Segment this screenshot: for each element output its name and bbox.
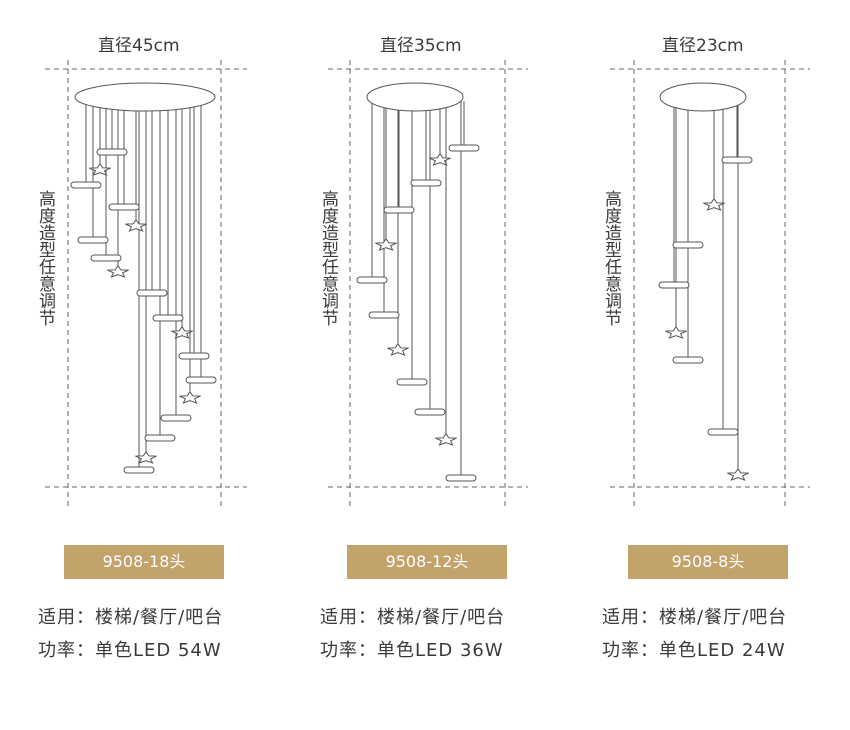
power-value: 单色LED 36W [377,640,504,661]
power-line: 功率：单色LED 54W [38,636,222,662]
star-pendant [410,179,442,187]
star-pendant [445,474,477,482]
usage-value: 楼梯/餐厅/吧台 [95,607,224,628]
usage-label: 适用： [320,607,377,628]
star-pendant [144,434,176,442]
star-pendant [179,390,201,404]
star-pendant [387,342,409,356]
star-pendant [77,236,109,244]
star-pendant [665,325,687,339]
star-pendant [152,314,184,322]
star-pendant [658,281,690,289]
star-pendant [435,432,457,446]
star-pendant [90,254,122,262]
star-pendant [396,378,428,386]
star-pendant [171,325,193,339]
usage-line: 适用：楼梯/餐厅/吧台 [320,603,505,629]
power-label: 功率： [320,640,377,661]
star-pendant [383,206,415,214]
height-note: 高度造型任意调节 [318,190,338,326]
power-line: 功率：单色LED 36W [320,636,504,662]
star-pendant [721,156,753,164]
star-pendant [356,276,388,284]
usage-line: 适用：楼梯/餐厅/吧台 [38,603,223,629]
power-label: 功率： [602,640,659,661]
star-pendant [368,311,400,319]
star-pendant [429,152,451,166]
power-line: 功率：单色LED 24W [602,636,786,662]
star-pendant [703,197,725,211]
star-pendant [70,181,102,189]
star-pendant [672,241,704,249]
star-pendant [448,144,480,152]
star-pendant [160,414,192,422]
star-pendant [125,218,147,232]
star-pendant [89,162,111,176]
star-pendant [107,264,129,278]
model-badge: 9508-12头 [347,545,507,579]
product-panel-8: 直径23cm 高度造型任意调节 9508-8头 适用：楼梯/餐厅/吧台 功率：单… [566,0,850,730]
star-pendant [414,408,446,416]
usage-label: 适用： [602,607,659,628]
height-note: 高度造型任意调节 [35,190,55,326]
star-pendant [707,428,739,436]
ceiling-canopy [74,82,216,112]
star-pendant [375,237,397,251]
star-pendant [123,466,155,474]
star-pendant [108,203,140,211]
usage-line: 适用：楼梯/餐厅/吧台 [602,603,787,629]
star-pendant [135,450,157,464]
model-badge: 9508-18头 [64,545,224,579]
ceiling-canopy [366,82,464,112]
product-panel-18: 直径45cm 高度造型任意调节 9508-18头 适用：楼梯/餐厅/吧台 功率：… [0,0,283,730]
height-note: 高度造型任意调节 [601,190,621,326]
star-pendant [136,289,168,297]
usage-value: 楼梯/餐厅/吧台 [659,607,788,628]
power-label: 功率： [38,640,95,661]
usage-label: 适用： [38,607,95,628]
star-pendant [727,467,749,481]
usage-value: 楼梯/餐厅/吧台 [377,607,506,628]
power-value: 单色LED 54W [95,640,222,661]
diameter-label: 直径23cm [662,36,744,56]
power-value: 单色LED 24W [659,640,786,661]
diameter-label: 直径45cm [98,36,180,56]
diameter-label: 直径35cm [380,36,462,56]
ceiling-canopy [659,82,747,112]
product-panel-12: 直径35cm 高度造型任意调节 9508-12头 适用：楼梯/餐厅/吧台 功率：… [283,0,566,730]
model-badge: 9508-8头 [628,545,788,579]
star-pendant [178,352,210,360]
star-pendant [185,376,217,384]
star-pendant [96,148,128,156]
star-pendant [672,356,704,364]
